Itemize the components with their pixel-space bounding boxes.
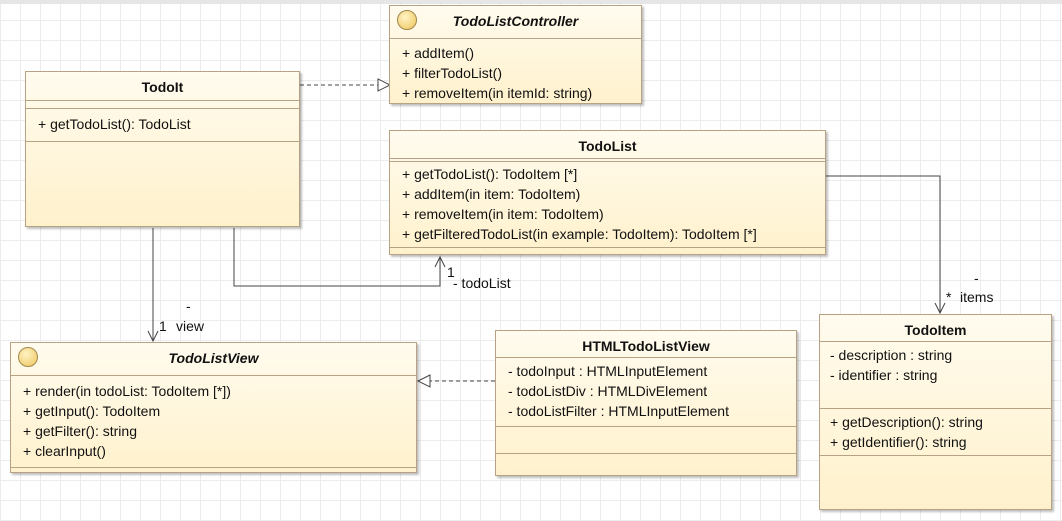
class-name: HTMLTodoListView — [582, 338, 710, 354]
view-role-label: view — [176, 318, 205, 334]
method: + getTodoList(): TodoList — [38, 116, 191, 132]
methods-section: + render(in todoList: TodoItem [*]) + ge… — [11, 376, 416, 464]
methods-section: + getTodoList(): TodoItem [*] + addItem(… — [390, 162, 825, 247]
association-todolist-todoitem — [826, 175, 941, 312]
methods-section — [496, 427, 796, 453]
attributes-section — [26, 101, 299, 108]
method: + removeItem(in item: TodoItem) — [402, 206, 604, 222]
association-todolist-arrowhead — [434, 255, 446, 268]
method: + getFilter(): string — [23, 423, 137, 439]
class-todolistcontroller[interactable]: TodoListController + addItem() + filterT… — [389, 5, 642, 104]
attribute: - todoListDiv : HTMLDivElement — [508, 383, 708, 399]
items-multiplicity-label: * — [946, 289, 952, 305]
methods-section: + addItem() + filterTodoList() + removeI… — [390, 39, 641, 106]
methods-section: + getTodoList(): TodoList — [26, 109, 299, 141]
interface-icon — [18, 347, 38, 367]
items-visibility-label: - — [974, 270, 979, 286]
class-name: TodoListController — [452, 13, 579, 29]
method: + getInput(): TodoItem — [23, 403, 161, 419]
method: + getTodoList(): TodoItem [*] — [402, 166, 578, 182]
attributes-section: - todoInput : HTMLInputElement - todoLis… — [496, 358, 796, 426]
class-todoitem[interactable]: TodoItem - description : string - identi… — [819, 314, 1052, 510]
method: + getIdentifier(): string — [830, 434, 967, 450]
method: + render(in todoList: TodoItem [*]) — [23, 383, 231, 399]
method: + filterTodoList() — [402, 65, 502, 81]
attribute: - todoInput : HTMLInputElement — [508, 363, 708, 379]
association-todoit-todolist — [233, 228, 441, 287]
association-view-arrowhead — [147, 330, 159, 343]
class-todolistview[interactable]: TodoListView + render(in todoList: TodoI… — [10, 342, 417, 473]
method: + addItem() — [402, 45, 474, 61]
items-role-label: items — [960, 289, 994, 305]
method: + getDescription(): string — [830, 414, 983, 430]
class-name: TodoList — [578, 138, 637, 154]
class-htmltodolistview[interactable]: HTMLTodoListView - todoInput : HTMLInput… — [495, 330, 797, 476]
canvas-top-bar — [0, 0, 1062, 4]
class-name: TodoListView — [168, 350, 259, 366]
attribute: - todoListFilter : HTMLInputElement — [508, 403, 729, 419]
class-name: TodoItem — [904, 322, 967, 338]
methods-section: + getDescription(): string + getIdentifi… — [820, 409, 1051, 455]
view-visibility-label: - — [186, 298, 191, 314]
attribute: - description : string — [830, 347, 953, 363]
dependency-arrowhead — [377, 78, 392, 92]
class-name: TodoIt — [141, 79, 184, 95]
realization-arrowhead — [416, 374, 431, 388]
view-multiplicity-label: 1 — [159, 318, 167, 334]
method: + addItem(in item: TodoItem) — [402, 186, 581, 202]
method: + clearInput() — [23, 443, 106, 459]
class-todolist[interactable]: TodoList + getTodoList(): TodoItem [*] +… — [389, 130, 826, 255]
todolist-role-label: - todoList — [453, 275, 511, 291]
todolist-multiplicity-label: 1 — [447, 264, 455, 280]
method: + getFilteredTodoList(in example: TodoIt… — [402, 226, 757, 242]
attributes-section: - description : string - identifier : st… — [820, 342, 1051, 408]
interface-icon — [397, 10, 417, 30]
method: + removeItem(in itemId: string) — [402, 85, 593, 101]
class-todoit[interactable]: TodoIt + getTodoList(): TodoList — [25, 71, 300, 227]
attribute: - identifier : string — [830, 367, 938, 383]
association-todoitem-arrowhead — [934, 302, 946, 315]
